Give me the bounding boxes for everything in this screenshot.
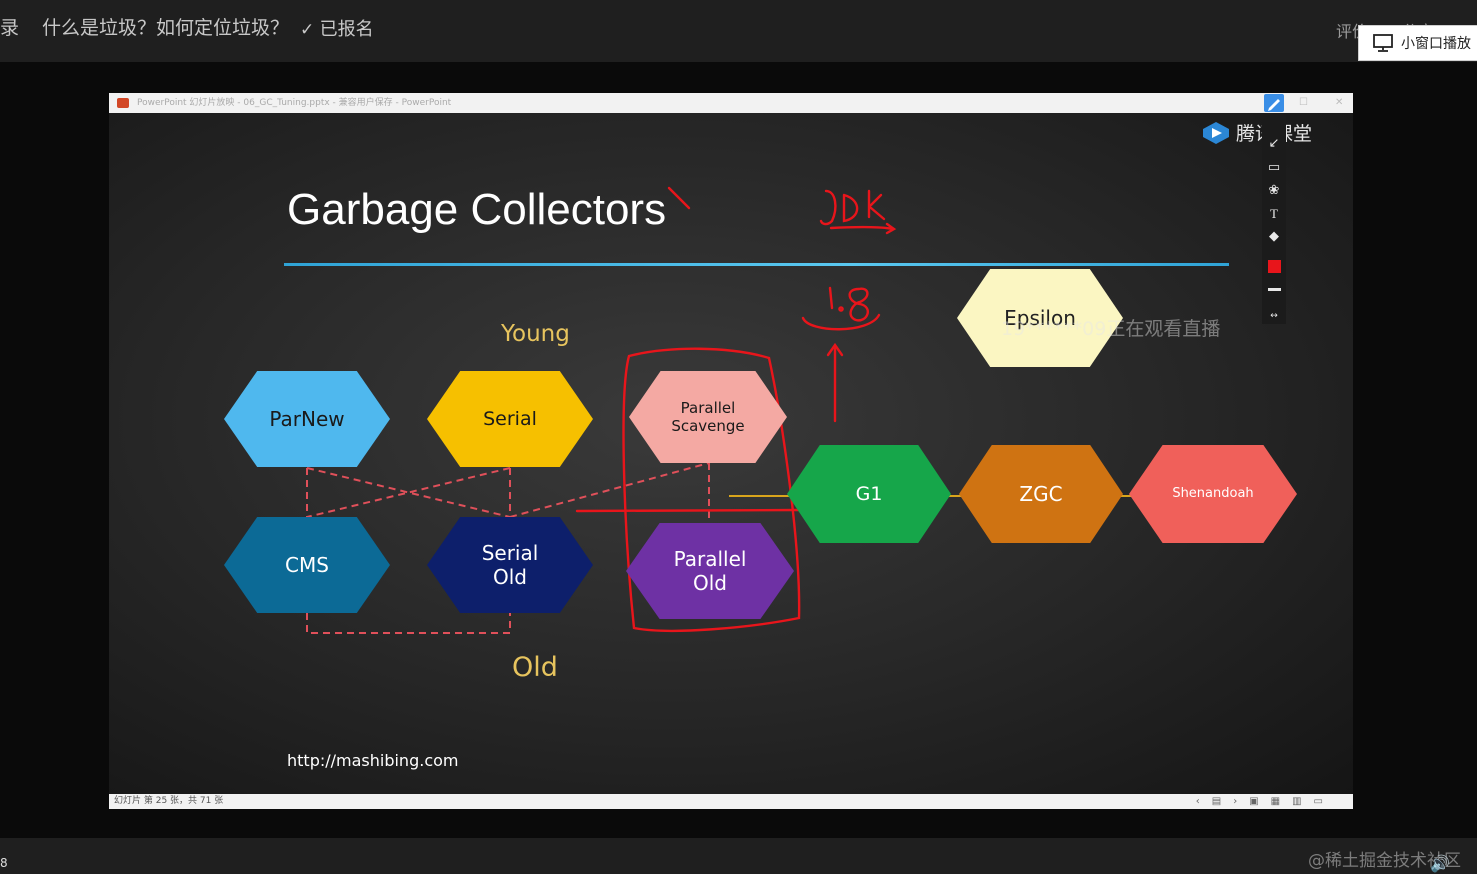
old-label: Old bbox=[512, 652, 558, 683]
catalog-label[interactable]: 录 bbox=[0, 17, 20, 39]
annotation-toolbar: ↙ ▭ ❀ T ◆ ↔ bbox=[1262, 114, 1286, 324]
shenandoah-collector: Shenandoah bbox=[1129, 445, 1297, 543]
pen-tool-active[interactable] bbox=[1264, 94, 1284, 112]
color-picker-icon[interactable] bbox=[1266, 259, 1282, 275]
g1-label: G1 bbox=[855, 482, 883, 505]
dash-parnew-serialold bbox=[306, 467, 511, 518]
player-bottom-bar: 8 @稀土掘金技术社区 🔊 bbox=[0, 838, 1477, 874]
parallel-scavenge-label-2: Scavenge bbox=[671, 417, 745, 435]
pen-jdk-underline bbox=[829, 225, 895, 231]
next-slide-icon[interactable]: › bbox=[1233, 796, 1250, 807]
mini-window-label: 小窗口播放 bbox=[1401, 36, 1471, 52]
check-icon: ✓ bbox=[300, 20, 315, 40]
collapse-toolbar-icon[interactable]: ↔ bbox=[1270, 311, 1278, 321]
pen-j bbox=[819, 189, 837, 226]
pen-line-horizontal bbox=[575, 508, 801, 513]
parnew-collector: ParNew bbox=[224, 371, 390, 467]
enrolled-status: ✓ 已报名 bbox=[300, 15, 374, 41]
pen-k bbox=[867, 189, 886, 221]
eraser-tool-icon[interactable]: ◆ bbox=[1269, 229, 1279, 244]
reading-view-icon[interactable]: ▥ bbox=[1292, 796, 1314, 807]
epsilon-label: Epsilon bbox=[1004, 306, 1076, 330]
pen-dot bbox=[838, 306, 844, 312]
zgc-collector: ZGC bbox=[959, 445, 1123, 543]
parallel-old-label-1: Parallel bbox=[673, 547, 747, 571]
powerpoint-icon bbox=[117, 98, 129, 108]
stroke-width-icon[interactable] bbox=[1266, 282, 1282, 298]
status-controls: ‹▤›▣▦▥▭ bbox=[1196, 794, 1335, 809]
normal-view-icon[interactable]: ▣ bbox=[1249, 796, 1271, 807]
monitor-icon bbox=[1373, 34, 1393, 52]
sorter-view-icon[interactable]: ▦ bbox=[1270, 796, 1293, 807]
serial-collector: Serial bbox=[427, 371, 593, 467]
menu-icon[interactable]: ▤ bbox=[1211, 796, 1234, 807]
pen-d bbox=[842, 193, 859, 223]
title-underline bbox=[284, 263, 1229, 266]
slide-url: http://mashibing.com bbox=[287, 751, 459, 770]
pen-one bbox=[828, 286, 834, 310]
parallel-old-collector: Parallel Old bbox=[626, 523, 794, 619]
pen-jdk-arrow bbox=[885, 222, 897, 235]
volume-icon[interactable]: 🔊 bbox=[1430, 854, 1450, 873]
prev-slide-icon[interactable]: ‹ bbox=[1195, 796, 1212, 807]
page-number: 8 bbox=[0, 856, 8, 870]
ppt-status-bar: 幻灯片 第 25 张，共 71 张 ‹▤›▣▦▥▭ bbox=[109, 794, 1353, 809]
ppt-title-bar: PowerPoint 幻灯片放映 - 06_GC_Tuning.pptx - 兼… bbox=[109, 93, 1353, 113]
text-tool-icon[interactable]: T bbox=[1270, 206, 1278, 221]
tencent-logo-icon bbox=[1203, 121, 1229, 144]
pen-arrow-head bbox=[826, 342, 844, 357]
lesson-title: 什么是垃圾？如何定位垃圾？ bbox=[42, 17, 290, 39]
enrolled-label: 已报名 bbox=[319, 19, 374, 40]
restore-icon[interactable]: ☐ bbox=[1299, 97, 1308, 108]
pen-version-bracket bbox=[801, 313, 881, 331]
dash-serial-cms bbox=[306, 467, 511, 518]
slide-canvas: Garbage Collectors 腾讯课堂 bbox=[109, 113, 1353, 794]
g1-collector: G1 bbox=[787, 445, 951, 543]
cms-label: CMS bbox=[285, 553, 329, 577]
slideshow-view-icon[interactable]: ▭ bbox=[1313, 796, 1335, 807]
shapes-tool-icon[interactable]: ❀ bbox=[1268, 183, 1280, 198]
serial-old-label-2: Old bbox=[493, 565, 527, 589]
dash-serialold-ps bbox=[509, 462, 710, 518]
zgc-label: ZGC bbox=[1019, 482, 1063, 506]
serial-old-label-1: Serial bbox=[481, 541, 539, 565]
young-label: Young bbox=[501, 321, 570, 347]
parallel-scavenge-collector: Parallel Scavenge bbox=[629, 371, 787, 463]
line-tool-icon[interactable]: ↙ bbox=[1268, 136, 1280, 151]
ppt-window-title: PowerPoint 幻灯片放映 - 06_GC_Tuning.pptx - 兼… bbox=[137, 98, 452, 108]
pen-tick-mark bbox=[667, 186, 691, 210]
pencil-icon bbox=[1268, 99, 1280, 111]
pen-box-parallel bbox=[622, 347, 801, 633]
top-bar: 录 什么是垃圾？如何定位垃圾？ ✓ 已报名 评价 分享 小窗口播放 bbox=[0, 0, 1477, 62]
parnew-label: ParNew bbox=[269, 407, 345, 431]
shenandoah-label: Shenandoah bbox=[1172, 486, 1254, 502]
dash-cms-serialold bbox=[306, 613, 511, 634]
cms-collector: CMS bbox=[224, 517, 390, 613]
serial-old-collector: Serial Old bbox=[427, 517, 593, 613]
slide-title: Garbage Collectors bbox=[287, 185, 667, 234]
site-watermark: @稀土掘金技术社区 bbox=[1308, 851, 1461, 871]
parallel-old-label-2: Old bbox=[693, 571, 727, 595]
rectangle-tool-icon[interactable]: ▭ bbox=[1267, 160, 1281, 175]
slide-counter: 幻灯片 第 25 张，共 71 张 bbox=[114, 796, 224, 806]
serial-label: Serial bbox=[483, 407, 537, 430]
parallel-scavenge-label-1: Parallel bbox=[680, 399, 736, 417]
close-icon[interactable]: ✕ bbox=[1335, 97, 1344, 108]
mini-window-button[interactable]: 小窗口播放 bbox=[1358, 25, 1477, 61]
pen-eight bbox=[848, 287, 869, 322]
epsilon-collector: Epsilon bbox=[957, 269, 1123, 367]
live-watermark: 19******09正在观看直播 bbox=[1001, 318, 1221, 340]
